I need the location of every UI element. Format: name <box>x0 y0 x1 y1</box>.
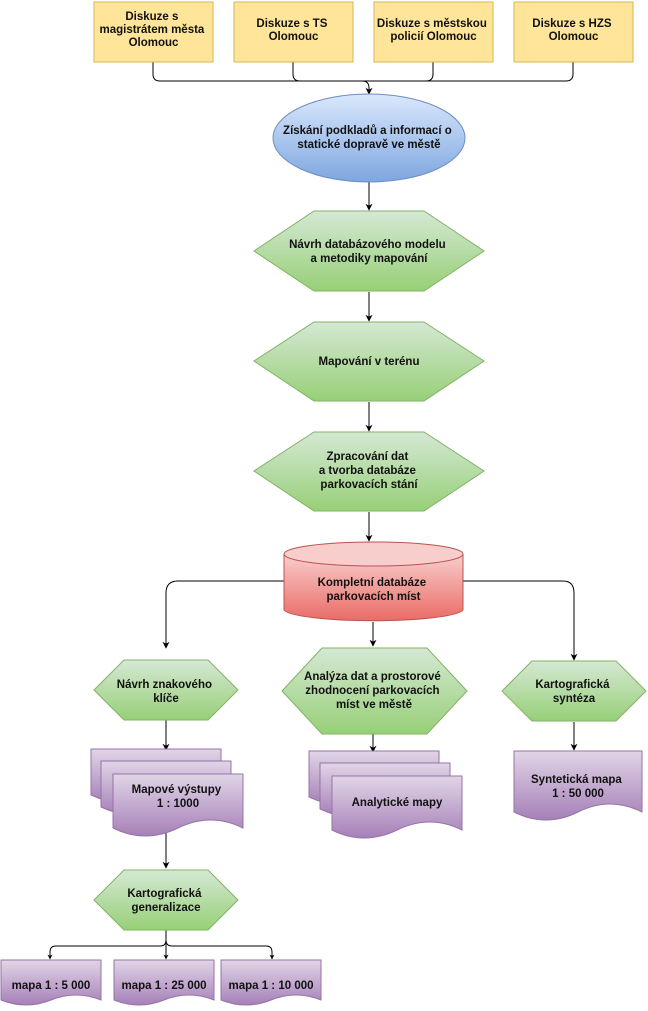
hex-synthesis <box>501 660 647 722</box>
hex-symbol-key <box>93 659 239 721</box>
edge-top-1 <box>152 62 373 95</box>
doc-right <box>513 750 643 821</box>
map-25000 <box>113 959 215 1006</box>
edge-db-right <box>463 580 578 661</box>
hex-analysis <box>281 647 468 735</box>
database-cylinder <box>283 541 464 622</box>
box-magistrat-label: Diskuze s magistrátem města Olomouc <box>99 11 207 49</box>
database-label: Kompletní databáze parkovacích míst <box>318 577 430 603</box>
box-hzs-label: Diskuze s HZS Olomouc <box>532 18 614 43</box>
database-top <box>283 541 464 567</box>
edge-top-3 <box>369 62 434 82</box>
box-ts <box>233 1 354 63</box>
map-10000-label: mapa 1 : 10 000 <box>228 980 313 992</box>
box-hzs <box>513 1 634 63</box>
hex-processing-label: Zpracování dat a tvorba databáze parkova… <box>319 451 419 491</box>
docs-mid-label: Analytické mapy <box>352 797 443 809</box>
top-discussion-boxes: Diskuze s magistrátem města Olomouc Disk… <box>93 1 634 63</box>
hex-generalization <box>93 869 239 931</box>
map-5000 <box>0 959 102 1006</box>
doc-left-front <box>112 773 244 837</box>
box-magistrat <box>93 1 214 63</box>
box-ts-label: Diskuze s TS Olomouc <box>256 18 330 43</box>
ellipse-gathering <box>272 93 466 183</box>
hex-generalization-label: Kartografická generalizace <box>127 888 204 914</box>
hex-symbol-key-label: Návrh znakového klíče <box>117 679 215 705</box>
docs-stack-left <box>90 748 244 837</box>
docs-left-label: Mapové výstupy 1 : 1000 <box>132 784 225 810</box>
hex-db-model-label: Návrh databázového modelu a metodiky map… <box>289 239 449 265</box>
edge-gen-out-1 <box>47 930 167 960</box>
output-maps: mapa 1 : 5 000 mapa 1 : 25 000 mapa 1 : … <box>0 959 322 1006</box>
doc-right-label: Syntetická mapa 1 : 50 000 <box>531 774 625 800</box>
box-policie-label: Diskuze s městskou policií Olomouc <box>377 18 490 43</box>
hex-processing <box>253 431 485 512</box>
hex-synthesis-label: Kartografická syntéza <box>535 679 612 705</box>
database-body <box>283 554 464 622</box>
edge-db-left <box>162 580 284 649</box>
hex-mapping-label: Mapování v terénu <box>319 356 420 368</box>
edge-top-4 <box>369 62 574 82</box>
docs-stack-mid <box>308 750 463 839</box>
hex-mapping <box>253 321 485 402</box>
ellipse-gathering-label: Získání podkladů a informací o statické … <box>283 125 455 151</box>
hex-analysis-label: Analýza dat a prostorové zhodnocení park… <box>304 671 444 711</box>
hex-db-model <box>253 210 485 292</box>
map-5000-label: mapa 1 : 5 000 <box>12 980 91 992</box>
map-25000-label: mapa 1 : 25 000 <box>121 980 206 992</box>
edges <box>47 62 578 960</box>
box-policie <box>373 1 494 63</box>
edge-top-2 <box>292 62 369 82</box>
map-10000 <box>220 959 322 1006</box>
edge-gen-out-3 <box>165 939 275 960</box>
doc-mid-front <box>331 775 463 839</box>
